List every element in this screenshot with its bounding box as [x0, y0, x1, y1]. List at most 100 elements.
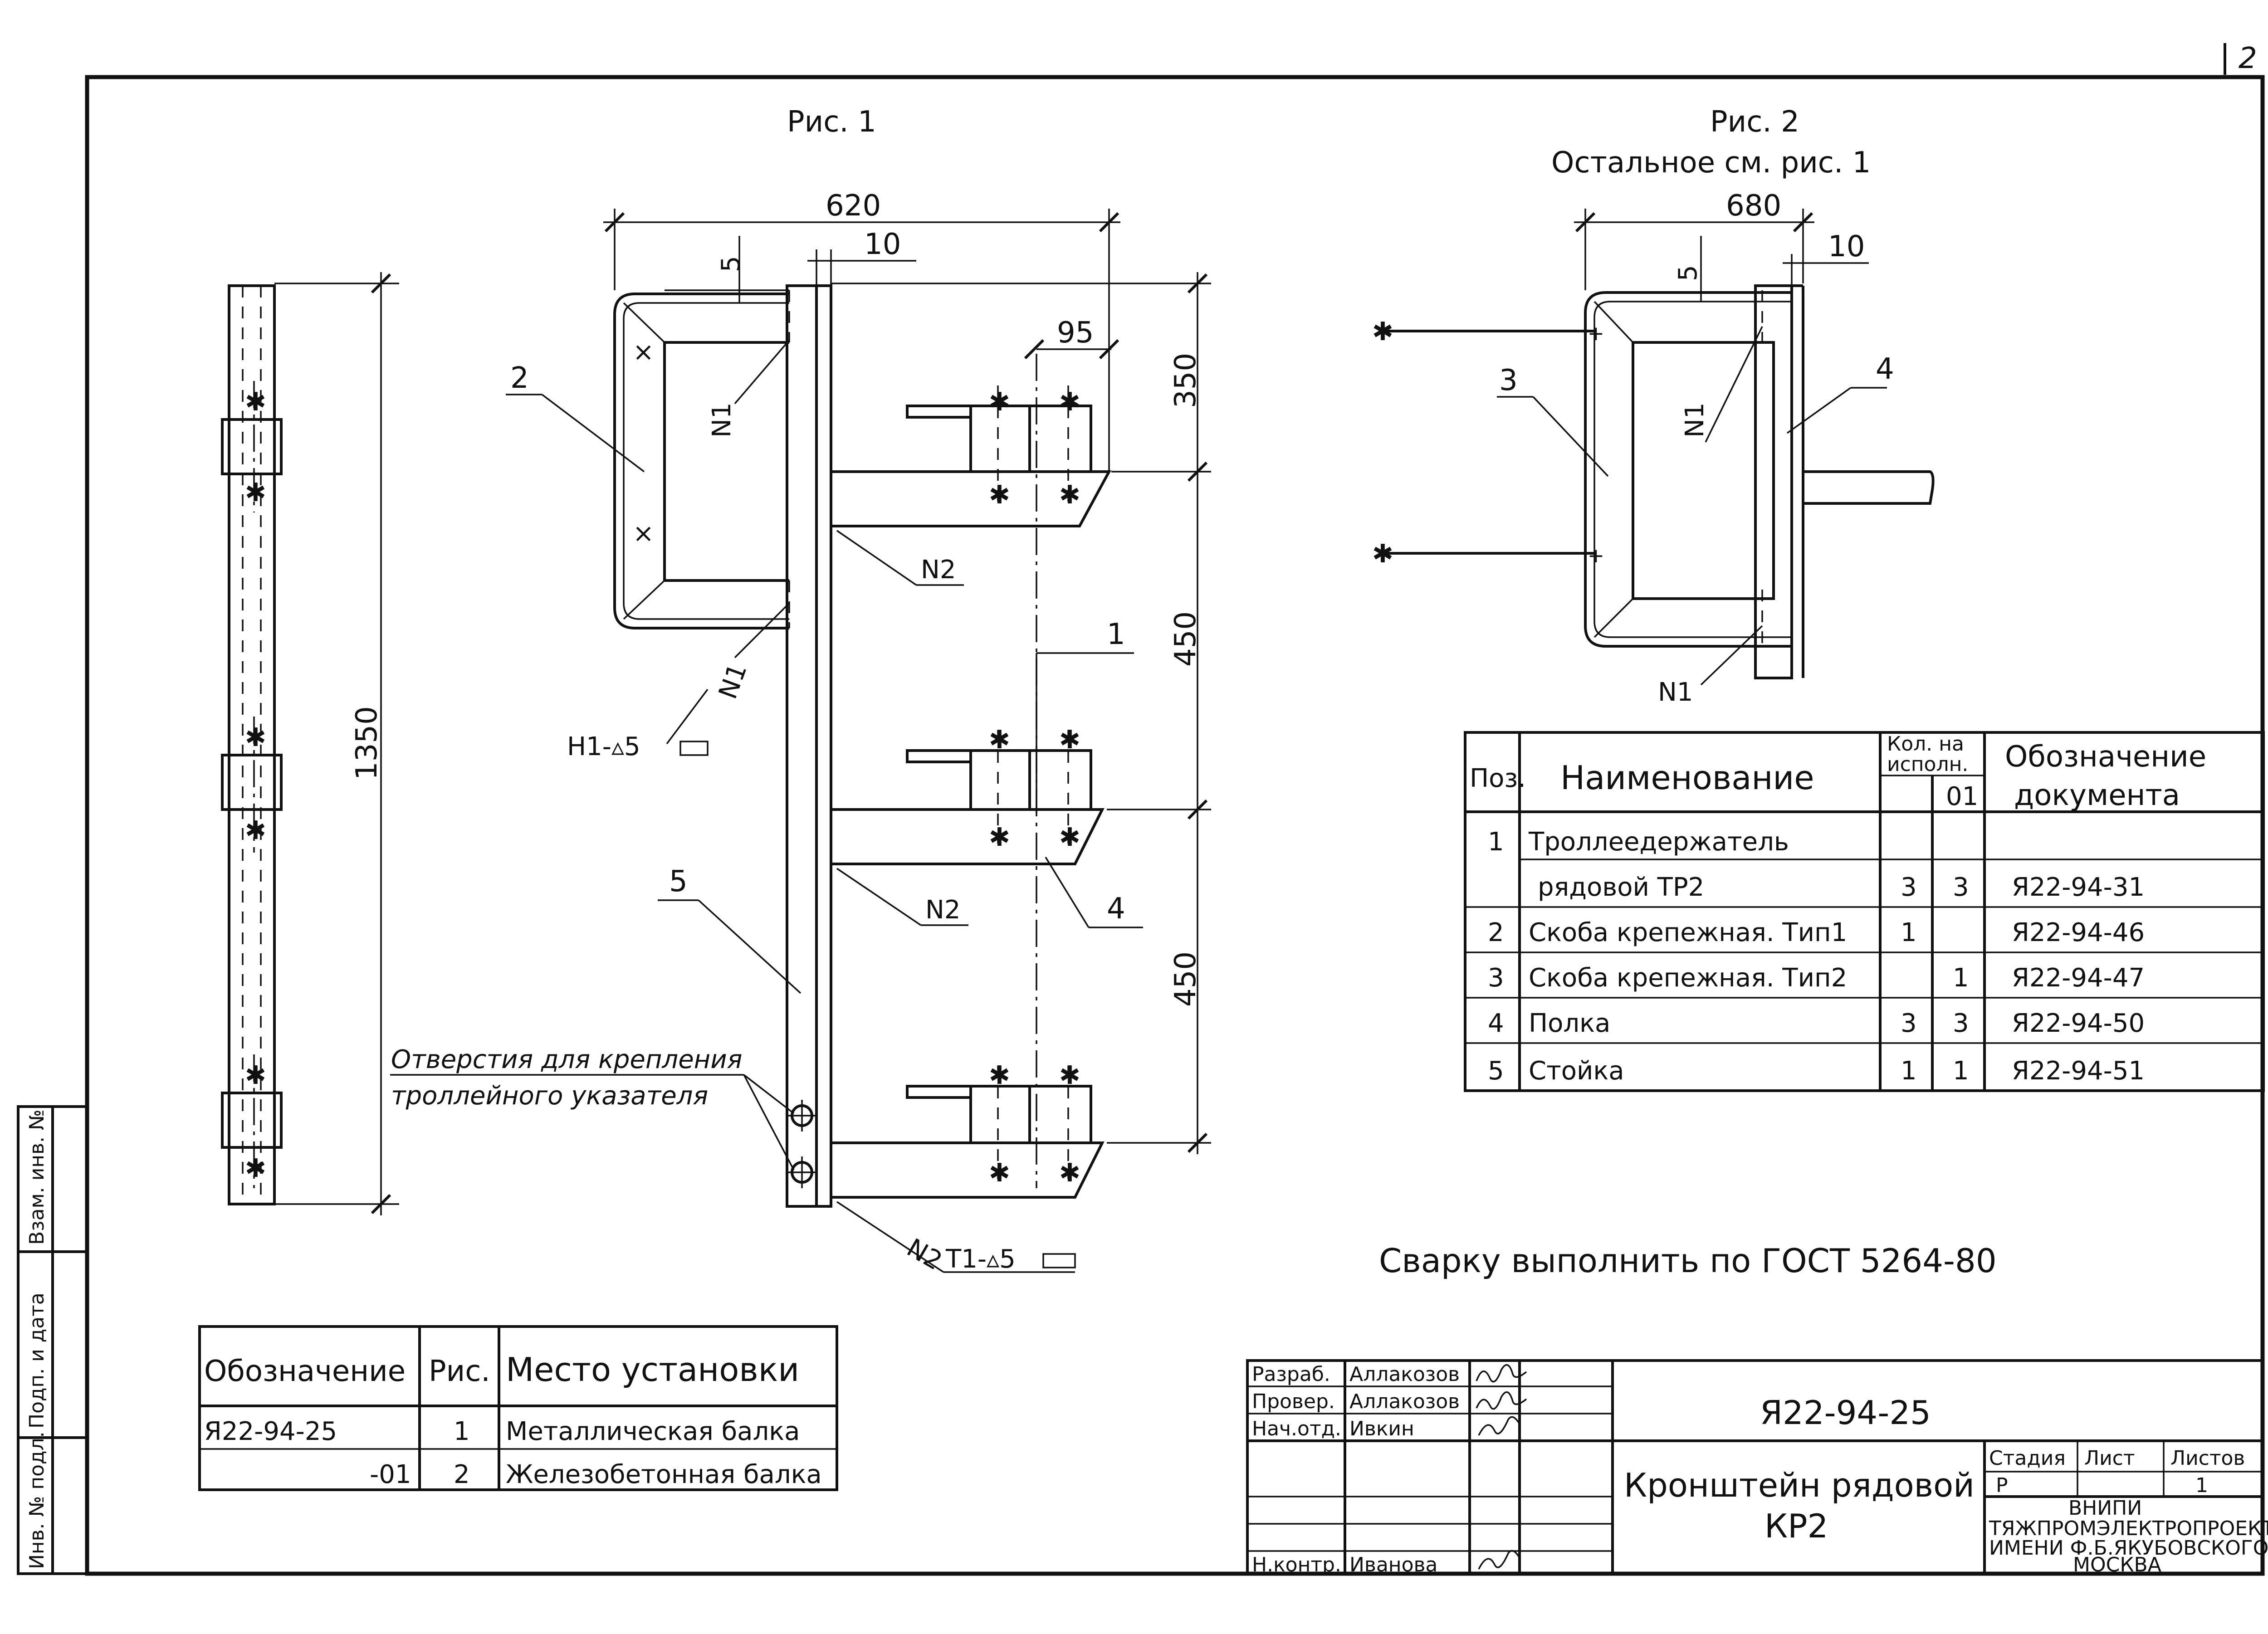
spec-row-doc: Я22-94-50 [2012, 1009, 2145, 1038]
svg-text:×: × [633, 519, 654, 548]
spec-row-name: рядовой ТР2 [1538, 873, 1704, 902]
svg-text:✱: ✱ [1059, 480, 1080, 510]
usage-table: Обозначение Рис. Место установки Я22-94-… [198, 1325, 838, 1491]
weld-h1: H1-▵5 [567, 732, 640, 761]
svg-text:✱: ✱ [1059, 1158, 1080, 1188]
weld-note: Сварку выполнить по ГОСТ 5264-80 [1379, 1242, 1997, 1280]
tb-stage-label: Стадия [1989, 1447, 2066, 1470]
svg-text:✱: ✱ [1059, 1061, 1080, 1090]
sheet-number: 2 [2239, 42, 2257, 75]
tb-doc-code: Я22-94-25 [1760, 1394, 1931, 1432]
usage-row-fig: 2 [454, 1460, 470, 1489]
svg-text:✱: ✱ [1059, 823, 1080, 852]
spec-row-pos: 3 [1488, 963, 1504, 993]
svg-text:+: + [1588, 544, 1604, 567]
svg-text:✱: ✱ [989, 823, 1010, 852]
tb-role: Нач.отд. [1252, 1417, 1341, 1440]
tb-role: Разраб. [1252, 1363, 1330, 1386]
spec-row-pos: 2 [1488, 918, 1504, 947]
svg-text:✱: ✱ [245, 1154, 266, 1183]
callout-pos-5: 5 [669, 865, 688, 898]
signature-n-kontr [1478, 1550, 1520, 1570]
fig2-title: Рис. 2 [1710, 105, 1799, 139]
spec-row-name: Троллеедержатель [1528, 827, 1789, 857]
dim-1350: 1350 [350, 706, 384, 780]
usage-row-place: Железобетонная балка [506, 1460, 822, 1489]
spec-row-q1: 1 [1901, 1056, 1917, 1086]
spec-row-doc: Я22-94-51 [2012, 1056, 2145, 1086]
spec-header-qty1: Кол. на [1887, 732, 1964, 756]
tb-role: Н.контр. [1252, 1553, 1341, 1576]
dim-10-fig1: 10 [864, 228, 901, 261]
spec-row-q2: 3 [1953, 873, 1969, 902]
spec-row-name: Полка [1529, 1009, 1610, 1038]
stamp-vzam-inv: Взам. инв. № [25, 1109, 49, 1245]
spec-row-q1: 1 [1901, 918, 1917, 947]
tb-sheets-value: 1 [2195, 1474, 2208, 1497]
svg-text:✱: ✱ [1372, 539, 1393, 569]
stamp-podp-data: Подп. и дата [25, 1293, 49, 1429]
tb-sheet-label: Лист [2084, 1447, 2135, 1470]
spec-row-doc: Я22-94-47 [2012, 963, 2145, 993]
tb-sheets-label: Листов [2170, 1447, 2245, 1470]
callout-n2-top: N2 [921, 555, 956, 585]
tb-stage-value: Р [1996, 1474, 2008, 1497]
callout-pos-3: 3 [1499, 364, 1518, 397]
signature-nach-otd [1478, 1416, 1520, 1436]
svg-text:✱: ✱ [989, 1158, 1010, 1188]
holes-note-line1: Отверстия для крепления [391, 1045, 742, 1074]
dim-620: 620 [826, 189, 881, 223]
stamp-inv-podl: Инв. № подл. [25, 1431, 49, 1569]
callout-n2-middle: N2 [925, 895, 961, 925]
svg-text:✱: ✱ [989, 1061, 1010, 1090]
usage-header-designation: Обозначение [204, 1355, 406, 1388]
spec-row-pos: 1 [1488, 827, 1504, 857]
svg-text:✱: ✱ [1372, 317, 1393, 346]
callout-n1-fig2-top: N1 [1680, 402, 1710, 438]
spec-row-q2: 3 [1953, 1009, 1969, 1038]
tb-org-line3: ИМЕНИ Ф.Б.ЯКУБОВСКОГО [1989, 1536, 2268, 1560]
dim-680: 680 [1726, 189, 1781, 223]
svg-text:×: × [633, 337, 654, 367]
spec-header-doc1: Обозначение [2005, 740, 2206, 774]
side-stamp: Инв. № подл. Подп. и дата Взам. инв. № [17, 1105, 88, 1575]
fig1-title: Рис. 1 [787, 105, 876, 139]
holes-note-line2: троллейного указателя [391, 1081, 708, 1111]
tb-title-line1: Кронштейн рядовой [1624, 1466, 1975, 1504]
dim-450-upper: 450 [1169, 611, 1202, 667]
title-block: Разраб. Аллакозов Провер. Аллакозов Нач.… [1246, 1359, 2268, 1576]
spec-row-q2: 1 [1953, 963, 1969, 993]
spec-row-name: Стойка [1529, 1056, 1624, 1086]
spec-header-variant: 01 [1946, 782, 1978, 811]
svg-text:✱: ✱ [989, 725, 1010, 755]
dim-450-lower: 450 [1169, 951, 1202, 1007]
fig1-callouts: 2 N1 N1 H1-▵5 N2 N2 N2 T1-▵5 1 4 5 Отвер… [390, 339, 1143, 1276]
callout-pos-4-fig1: 4 [1107, 892, 1125, 926]
usage-header-fig: Рис. [429, 1355, 490, 1388]
callout-pos-2: 2 [510, 361, 529, 395]
spec-row-name: Скоба крепежная. Тип2 [1529, 963, 1847, 993]
spec-header-name: Наименование [1560, 759, 1814, 797]
fig1-view: × × ✱✱ ✱✱ ✱✱ ✱✱ ✱✱ [603, 189, 1211, 1208]
spec-row-doc: Я22-94-31 [2012, 873, 2145, 902]
spec-table: Поз. Наименование Кол. на исполн. 01 Обо… [1464, 731, 2265, 1092]
tb-title-line2: КР2 [1765, 1507, 1828, 1545]
dim-5-fig2: 5 [1673, 265, 1703, 281]
callout-n1-fig1-top: N1 [707, 402, 737, 438]
tb-name: Аллакозов [1349, 1390, 1460, 1413]
callout-n1-fig2-bottom: N1 [1658, 678, 1693, 707]
svg-text:✱: ✱ [245, 723, 266, 752]
callout-n1-fig1-bottom: N1 [713, 660, 753, 703]
usage-header-place: Место установки [506, 1351, 799, 1389]
weld-t1: T1-▵5 [945, 1244, 1016, 1274]
callout-pos-1: 1 [1107, 618, 1125, 651]
tb-name: Аллакозов [1349, 1363, 1460, 1386]
tb-org-line1: ВНИПИ [2068, 1497, 2142, 1520]
svg-text:✱: ✱ [989, 480, 1010, 510]
spec-row-doc: Я22-94-46 [2012, 918, 2145, 947]
spec-row-q1: 3 [1901, 1009, 1917, 1038]
spec-row-name: Скоба крепежная. Тип1 [1529, 918, 1847, 947]
fig2-view: ✱ ✱ + + 680 10 5 3 4 N1 N1 [1372, 189, 1935, 707]
svg-text:✱: ✱ [245, 1061, 266, 1090]
